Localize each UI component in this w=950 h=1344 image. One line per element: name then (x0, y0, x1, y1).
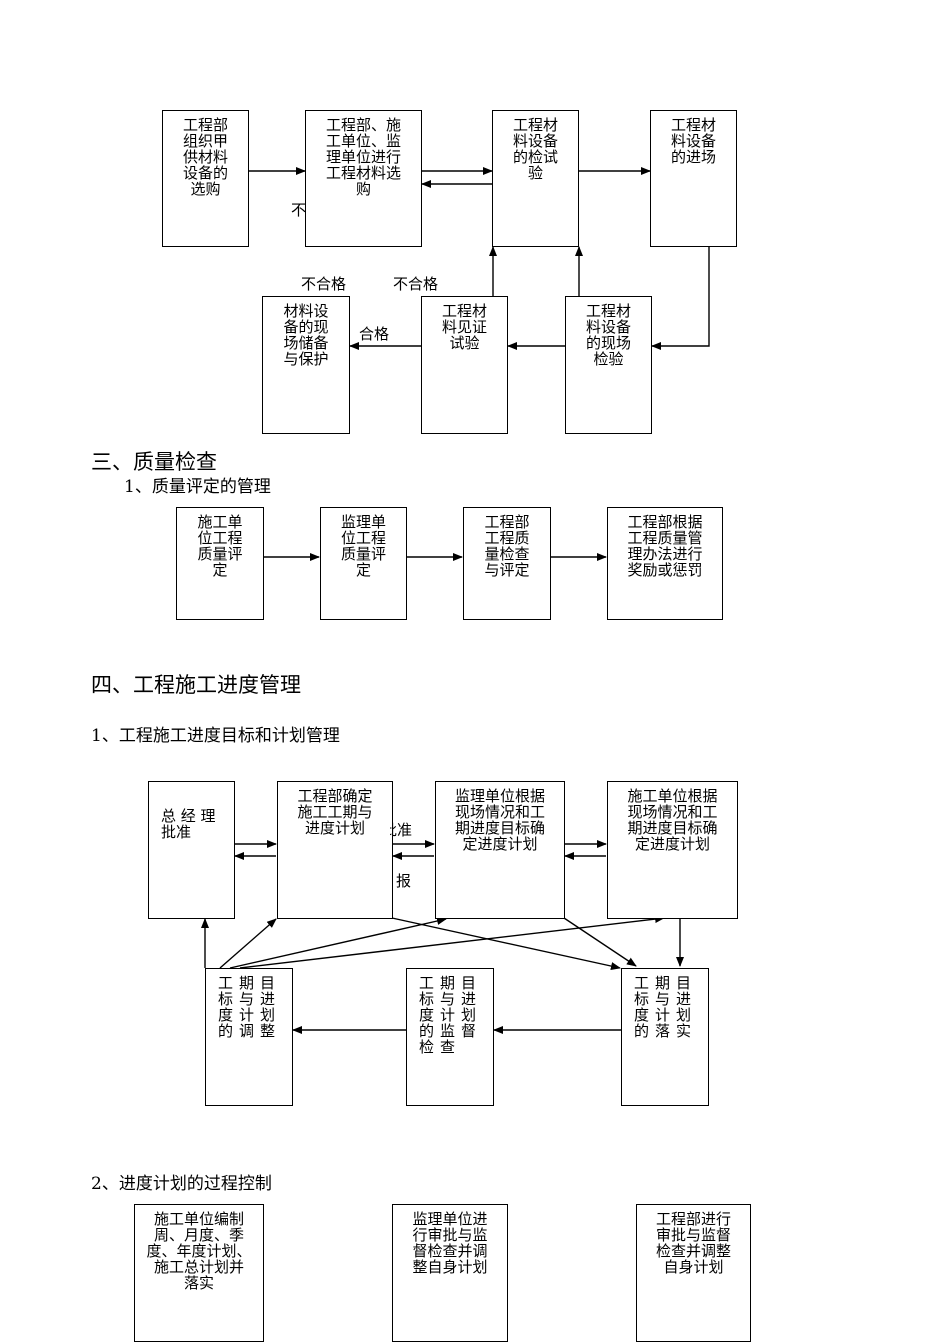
box-contractor-plan: 施工单位编制 周、月度、季 度、年度计划、 施工总计划并 落实 (134, 1204, 264, 1342)
box-dept-quality-check: 工程部 工程质 量检查 与评定 (463, 507, 551, 620)
box-supervisor-schedule: 监理单位根据 现场情况和工 期进度目标确 定进度计划 (435, 781, 565, 919)
label-fail-partial: 不 (291, 201, 307, 219)
box-schedule-monitor: 工期目 标与进 度计划 的监督 检查 (406, 968, 494, 1106)
arrow-supervisor-to-implement (563, 917, 637, 967)
box-gm-approval: 总 经 理 批准 (148, 781, 235, 919)
box-contractor-quality: 施工单 位工程 质量评 定 (176, 507, 264, 620)
box-joint-selection: 工程部、施 工单位、监 理单位进行 工程材料选 购 (305, 110, 422, 247)
box-schedule-adjust: 工期目 标与进 度计划 的调整 (205, 968, 293, 1106)
box-witness-test: 工程材 料见证 试验 (421, 296, 508, 434)
arrow-entry-to-inspection (651, 246, 710, 350)
arrow-dept-to-implement (391, 917, 621, 970)
box-site-inspection: 工程材 料设备 的现场 检验 (565, 296, 652, 434)
box-material-test: 工程材 料设备 的检试 验 (492, 110, 579, 247)
section-3-title: 三、质量检查 (91, 450, 217, 474)
label-pass: 合格 (359, 325, 390, 343)
arrow-adjust-to-contractor (239, 915, 665, 969)
box-material-entry: 工程材 料设备 的进场 (650, 110, 737, 247)
label-fail-1: 不合格 (301, 275, 347, 293)
box-dept-review: 工程部进行 审批与监督 检查并调整 自身计划 (636, 1204, 751, 1342)
arrow-adjust-to-dept (219, 918, 277, 969)
box-supervisor-review: 监理单位进 行审批与监 督检查并调 整自身计划 (392, 1204, 508, 1342)
arrow-adjust-to-supervisor (229, 917, 447, 969)
section-4-title: 四、工程施工进度管理 (91, 673, 301, 697)
box-reward-penalty: 工程部根据 工程质量管 理办法进行 奖励或惩罚 (607, 507, 723, 620)
label-fail-2: 不合格 (393, 275, 439, 293)
section-4-subtitle-1: 1、工程施工进度目标和计划管理 (91, 726, 340, 746)
label-report: 报 (396, 872, 412, 890)
box-contractor-schedule: 施工单位根据 现场情况和工 期进度目标确 定进度计划 (607, 781, 738, 919)
box-organize-purchase: 工程部 组织甲 供材料 设备的 选购 (162, 110, 249, 247)
section-3-subtitle: 1、质量评定的管理 (124, 477, 271, 497)
section-4-subtitle-2: 2、进度计划的过程控制 (91, 1174, 272, 1194)
box-schedule-implement: 工期目 标与进 度计划 的落实 (621, 968, 709, 1106)
box-storage-protection: 材料设 备的现 场储备 与保护 (262, 296, 350, 434)
box-dept-schedule: 工程部确定 施工工期与 进度计划 (277, 781, 393, 919)
label-approve: 批准 (382, 821, 413, 839)
box-supervisor-quality: 监理单 位工程 质量评 定 (320, 507, 407, 620)
